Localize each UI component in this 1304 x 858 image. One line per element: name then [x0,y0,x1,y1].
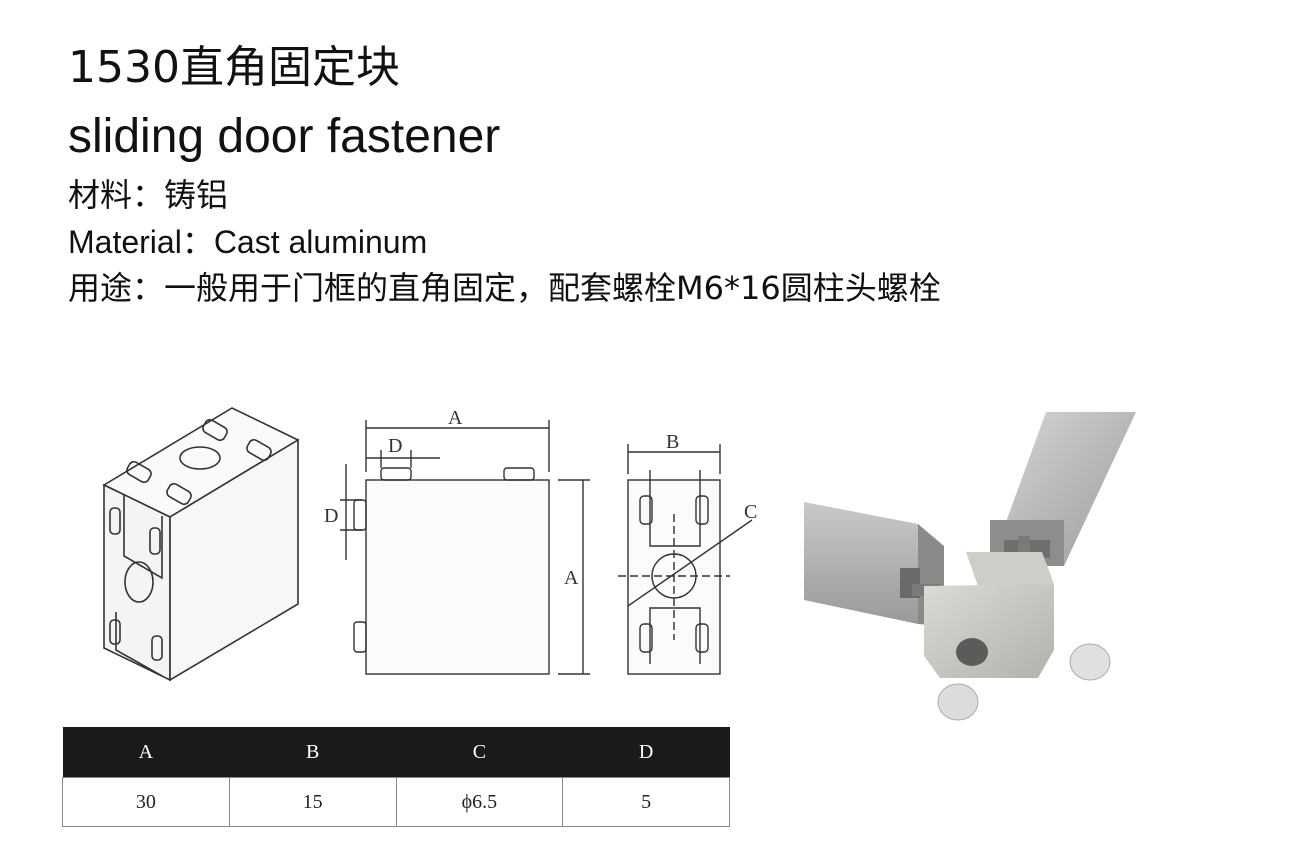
usage-chinese: 用途：一般用于门框的直角固定，配套螺栓M6*16圆柱头螺栓 [68,269,941,307]
table-row: 30 15 ϕ6.5 5 [62,777,730,827]
front-dim-d-top-label: D [388,435,402,457]
material-chinese: 材料：铸铝 [68,176,229,214]
dimension-table: A B C D 30 15 ϕ6.5 5 [62,727,730,827]
material-english: Material：Cast aluminum [68,224,428,260]
table-header-row: A B C D [62,727,730,778]
title-english: sliding door fastener [68,110,501,163]
title-chinese: 1530直角固定块 [68,42,400,93]
front-view-drawing [340,420,590,675]
product-photo [804,412,1136,721]
front-dim-d-side-label: D [324,505,338,527]
table-header-cell: B [229,727,396,778]
table-cell: 30 [62,777,230,827]
side-view-drawing [618,444,753,675]
side-dim-c-label: C [744,501,757,523]
table-cell: 5 [562,777,730,827]
table-header-cell: D [562,727,730,778]
table-cell: ϕ6.5 [395,777,564,827]
side-dim-b-label: B [666,431,679,453]
front-dim-a-side-label: A [564,567,579,589]
table-cell: 15 [228,777,397,827]
table-header-cell: C [396,727,563,778]
front-dim-a-label: A [448,407,463,429]
table-header-cell: A [62,727,230,778]
isometric-block-drawing [102,407,300,682]
